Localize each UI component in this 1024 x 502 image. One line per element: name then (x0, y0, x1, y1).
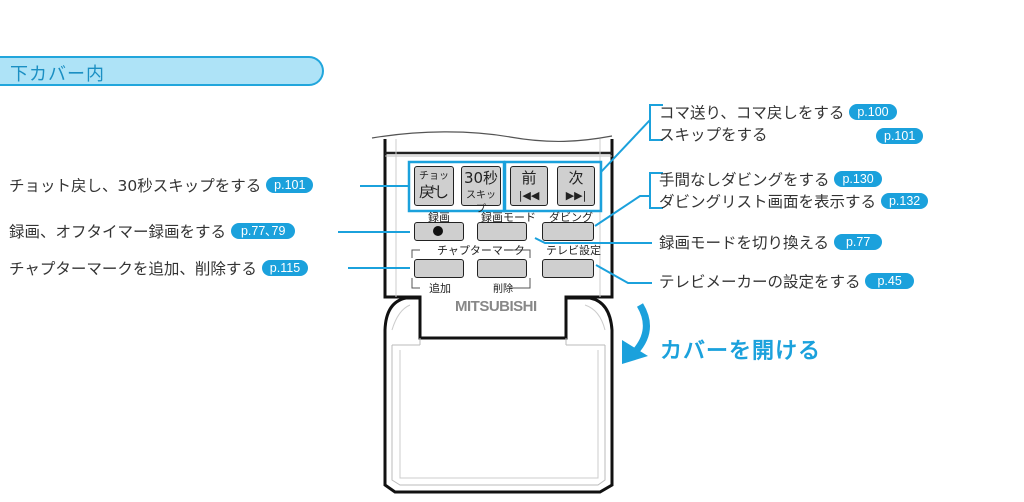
callout-text: 録画、オフタイマー録画をする (9, 223, 227, 241)
callout-text: 手間なしダビングをする (659, 171, 830, 189)
callout-text: テレビメーカーの設定をする (659, 273, 861, 291)
chotto-back-label-top: チョット (419, 171, 449, 196)
page-ref-badge[interactable]: p.101 (876, 128, 924, 144)
record-label: 録画 (428, 211, 450, 224)
section-title: 下カバー内 (10, 64, 105, 85)
record-button[interactable] (414, 222, 464, 241)
page-ref-badge[interactable]: p.132 (880, 193, 929, 209)
callout-text: スキップをする (659, 126, 768, 144)
record-mode-label: 録画モード (481, 211, 536, 224)
next-label: 次 (568, 169, 584, 187)
skip-back-icon: |◀◀ (518, 189, 540, 202)
record-mode-button[interactable] (477, 222, 527, 241)
callout-rec-mode: 録画モードを切り換える p.77 (659, 233, 883, 253)
skip-30s-label-bottom: スキップ (466, 190, 496, 215)
arrow-down-icon (622, 340, 648, 364)
callout-frame-step: コマ送り、コマ戻しをする p.100 (659, 103, 897, 123)
brand-logo: MITSUBISHI (455, 298, 537, 315)
page-ref-badge[interactable]: p.77､79 (230, 223, 296, 239)
callout-skip: スキップをする (659, 125, 768, 145)
callout-text: ダビングリスト画面を表示する (659, 193, 877, 211)
page-ref-badge[interactable]: p.115 (261, 260, 309, 276)
callout-easy-dubbing: 手間なしダビングをする p.130 (659, 170, 882, 190)
callout-chotto-skip: チョット戻し、30秒スキップをする p.101 (9, 176, 314, 196)
callout-tv-maker: テレビメーカーの設定をする p.45 (659, 272, 914, 292)
page-ref-badge[interactable]: p.130 (834, 171, 882, 187)
record-dot-icon (433, 226, 443, 236)
callout-text: チョット戻し、30秒スキップをする (9, 177, 262, 195)
page-ref-badge[interactable]: p.101 (266, 177, 314, 193)
page-ref-badge[interactable]: p.77 (833, 234, 883, 250)
skip-30s-label-top: 30秒 (463, 169, 499, 187)
delete-label: 削除 (493, 284, 513, 295)
section-header: 下カバー内 (0, 56, 324, 86)
chotto-back-label-bottom: 戻し (418, 183, 449, 201)
tv-setting-label: テレビ設定 (546, 244, 601, 257)
callout-chapter-mark: チャプターマークを追加、削除する p.115 (9, 259, 309, 279)
chapter-add-button[interactable] (414, 259, 464, 278)
callout-text: 録画モードを切り換える (659, 234, 830, 252)
chotto-back-button[interactable]: チョット 戻し (414, 166, 454, 206)
chapter-mark-label: チャプターマーク (437, 244, 525, 257)
page-ref-badge[interactable]: p.100 (849, 104, 897, 120)
chapter-delete-button[interactable] (477, 259, 527, 278)
callout-text: コマ送り、コマ戻しをする (659, 104, 845, 122)
skip-forward-icon: ▶▶| (565, 189, 587, 202)
dubbing-label: ダビング (549, 211, 593, 224)
callout-record: 録画、オフタイマー録画をする p.77､79 (9, 222, 296, 242)
callout-dubbing-list: ダビングリスト画面を表示する p.132 (659, 192, 929, 212)
dubbing-button[interactable] (542, 222, 594, 241)
page-ref-badge[interactable]: p.45 (865, 273, 914, 289)
add-label: 追加 (429, 282, 451, 295)
next-button[interactable]: 次 ▶▶| (557, 166, 595, 206)
open-cover-caption: カバーを開ける (660, 339, 822, 364)
skip-30s-button[interactable]: 30秒 スキップ (461, 166, 501, 215)
tv-setting-button[interactable] (542, 259, 594, 278)
prev-label: 前 (521, 169, 537, 187)
callout-text: チャプターマークを追加、削除する (9, 260, 257, 278)
prev-button[interactable]: 前 |◀◀ (510, 166, 548, 206)
